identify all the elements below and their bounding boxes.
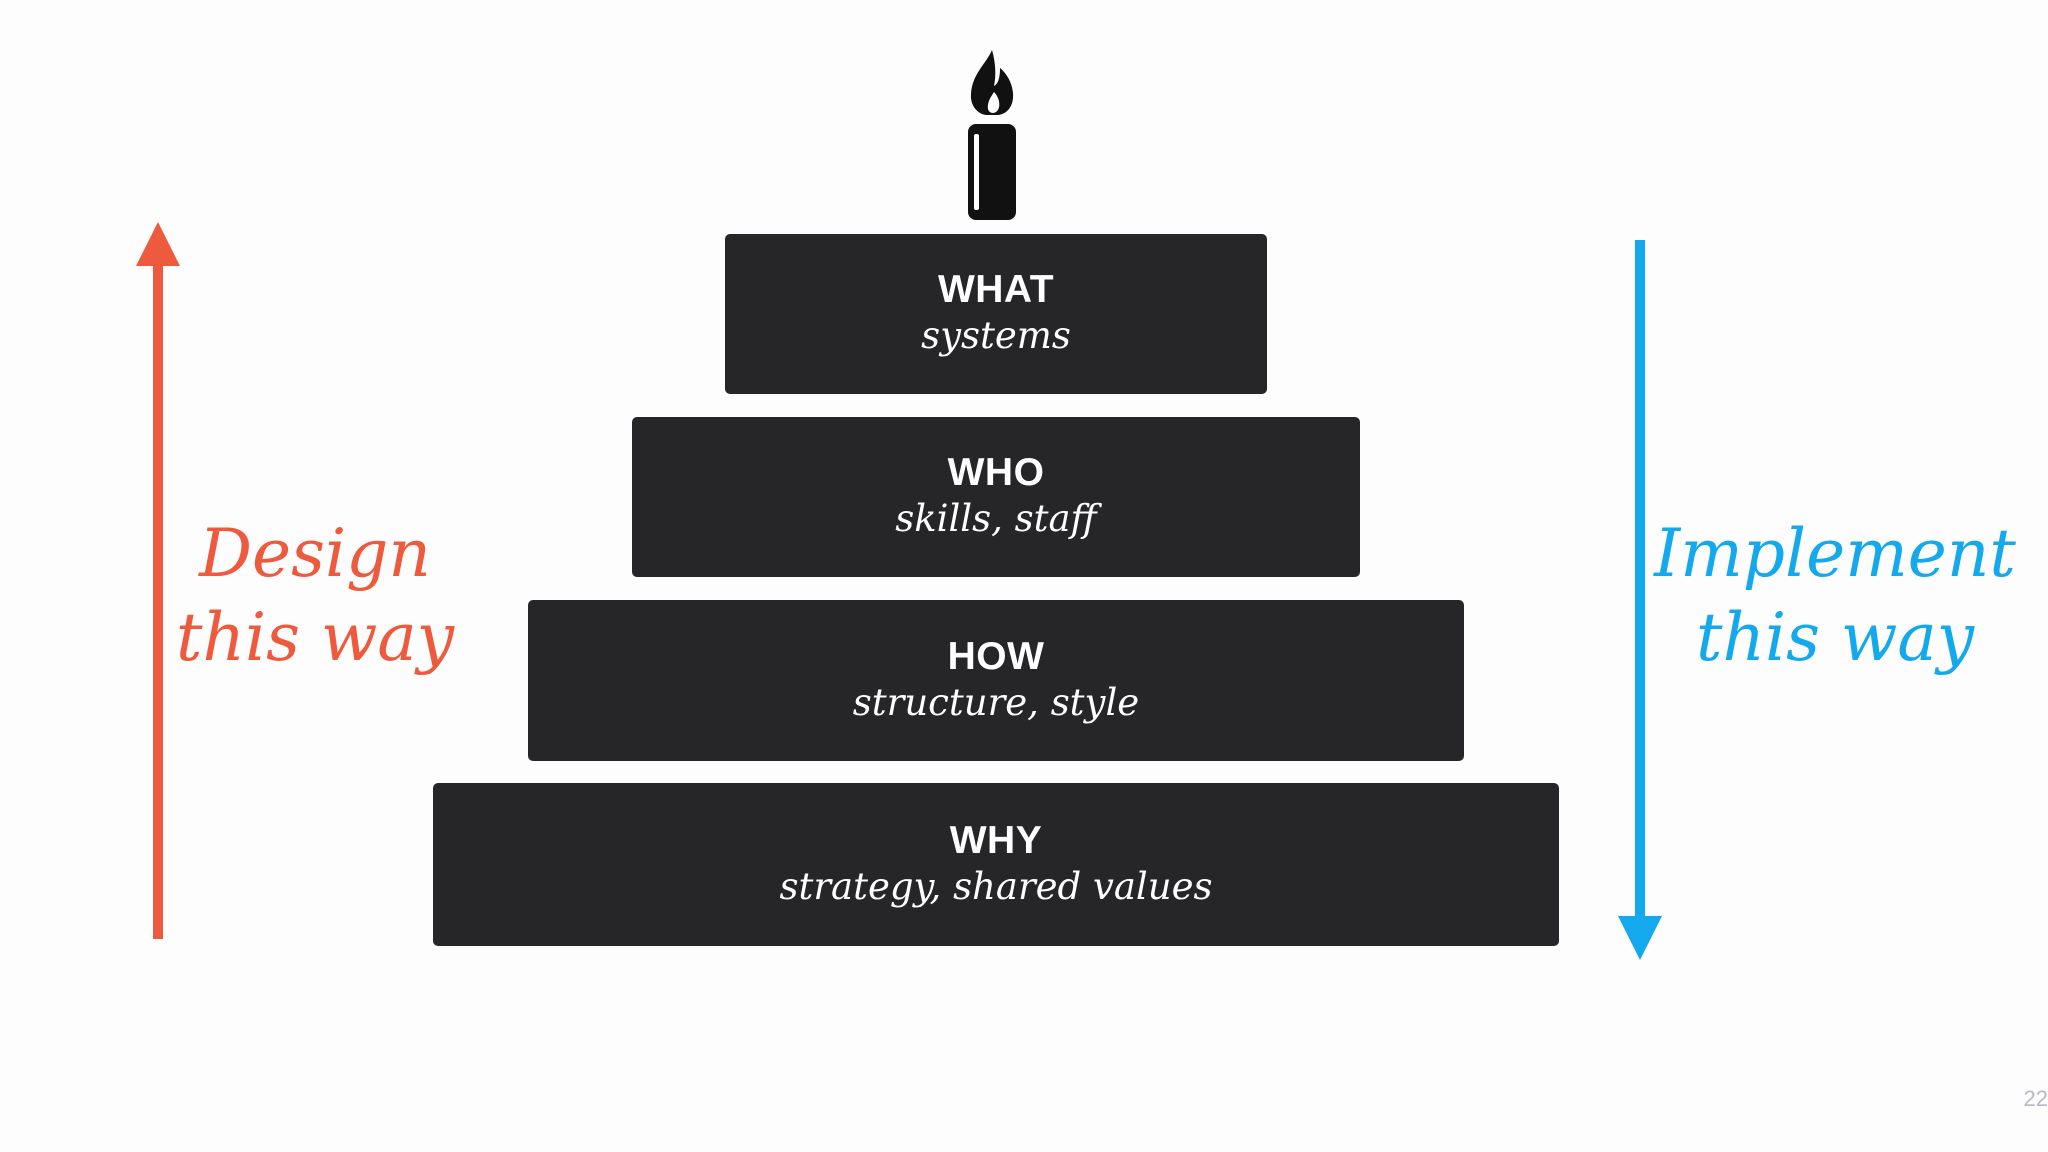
implement-label-line2: this way: [1695, 599, 1975, 676]
page-number: 22: [2023, 1086, 2048, 1111]
up-arrow-icon: [136, 222, 180, 939]
tier-title: WHO: [947, 451, 1045, 494]
tier-who: WHO skills, staff: [632, 417, 1360, 577]
implement-label-line1: Implement: [1654, 515, 2016, 592]
implement-this-way-label: Implement this way: [1650, 512, 2020, 680]
design-label-line2: this way: [175, 599, 455, 676]
tier-why: WHY strategy, shared values: [433, 783, 1559, 946]
tier-subtitle: systems: [921, 314, 1071, 357]
tier-how: HOW structure, style: [528, 600, 1464, 761]
design-this-way-label: Design this way: [170, 512, 460, 680]
tier-subtitle: skills, staff: [895, 497, 1097, 540]
design-label-line1: Design: [199, 515, 431, 592]
down-arrow-icon: [1618, 240, 1662, 960]
tier-title: WHAT: [937, 268, 1055, 311]
tier-subtitle: strategy, shared values: [779, 865, 1213, 908]
tier-subtitle: structure, style: [852, 681, 1140, 724]
tier-title: WHY: [949, 819, 1043, 862]
tier-what: WHAT systems: [725, 234, 1267, 394]
candle-icon: [968, 50, 1016, 220]
tier-title: HOW: [947, 635, 1045, 678]
